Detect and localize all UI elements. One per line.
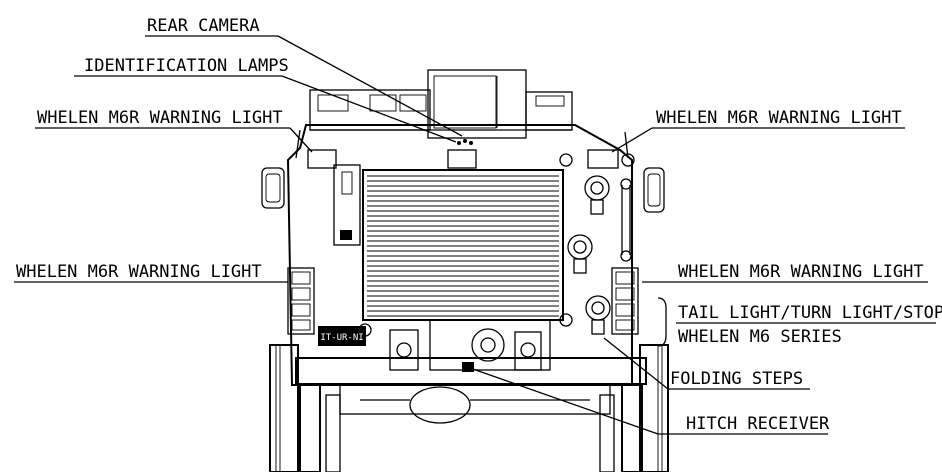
label-hitch-receiver: HITCH RECEIVER xyxy=(686,414,830,434)
label-identification-lamps: IDENTIFICATION LAMPS xyxy=(84,56,289,76)
leader-lines xyxy=(14,35,936,435)
label-rear-camera: REAR CAMERA xyxy=(147,16,260,36)
callout-labels: REAR CAMERA IDENTIFICATION LAMPS WHELEN … xyxy=(16,16,942,434)
label-tail-light-series: WHELEN M6 SERIES xyxy=(678,327,842,347)
label-warning-light-mid-right: WHELEN M6R WARNING LIGHT xyxy=(678,262,924,282)
label-warning-light-top-left: WHELEN M6R WARNING LIGHT xyxy=(37,108,283,128)
vehicle-body: IT-UR-NI xyxy=(261,69,669,472)
label-folding-steps: FOLDING STEPS xyxy=(670,369,803,389)
label-tail-light: TAIL LIGHT/TURN LIGHT/STOP xyxy=(678,303,942,323)
label-warning-light-mid-left: WHELEN M6R WARNING LIGHT xyxy=(16,262,262,282)
body-badge: IT-UR-NI xyxy=(320,333,363,343)
label-warning-light-top-right: WHELEN M6R WARNING LIGHT xyxy=(656,108,902,128)
